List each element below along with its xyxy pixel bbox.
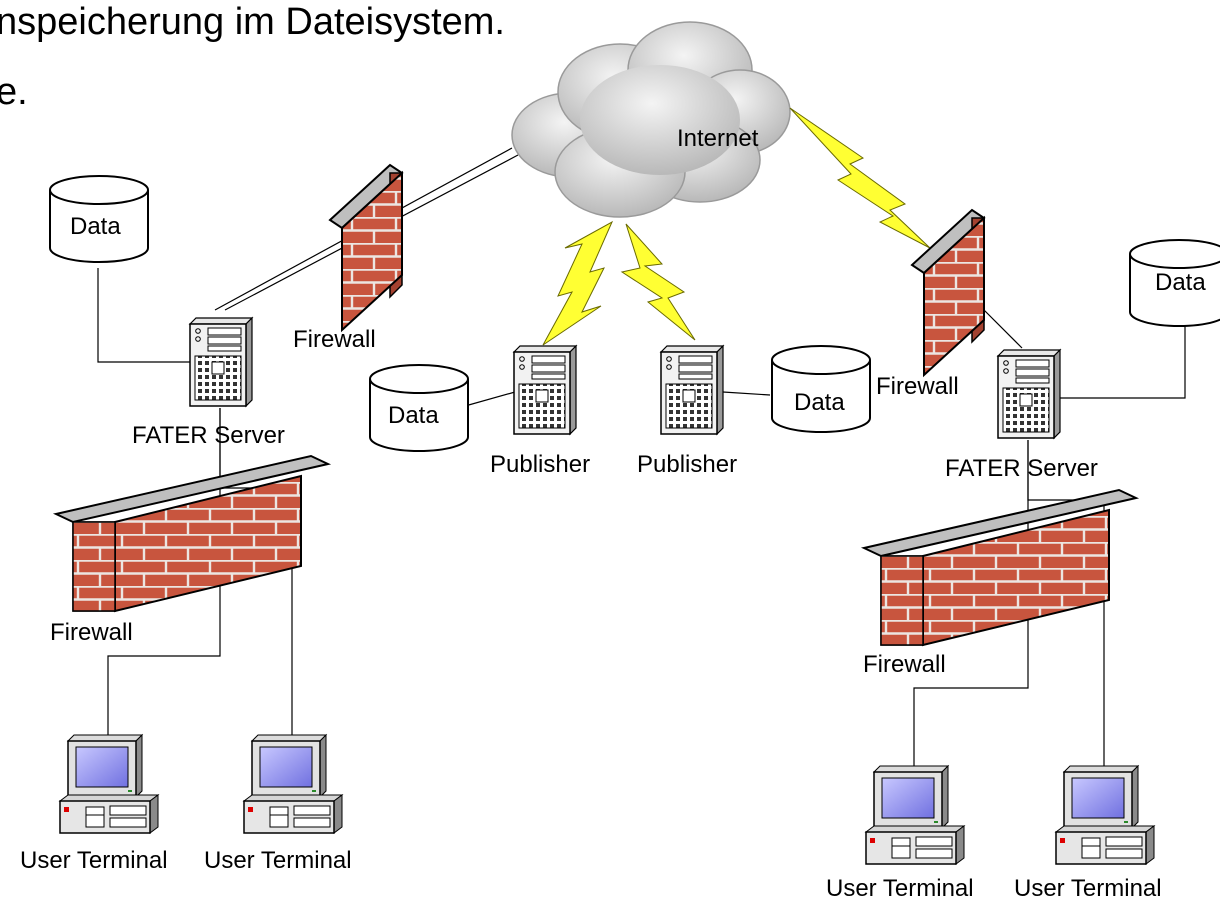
computer-icon: [1055, 765, 1155, 865]
fater-server-label: FATER Server: [945, 455, 1098, 482]
computer-icon: [59, 734, 159, 834]
lightning-icon: [620, 223, 696, 341]
user-terminal-label: User Terminal: [20, 847, 168, 874]
server-icon: [997, 349, 1061, 439]
user-terminal-label: User Terminal: [826, 875, 974, 902]
server-icon: [513, 345, 577, 435]
internet-label: Internet: [677, 125, 759, 152]
computer-icon: [243, 734, 343, 834]
publisher-label: Publisher: [490, 451, 590, 478]
firewall-label: Firewall: [863, 651, 946, 678]
lightning-icon: [789, 107, 931, 249]
header-line-1: nspeicherung im Dateisystem.: [0, 1, 505, 43]
firewall-icon: [329, 164, 403, 331]
fater-server-label: FATER Server: [132, 422, 285, 449]
data-label: Data: [70, 213, 121, 240]
header-line-2: e.: [0, 71, 28, 113]
publisher-label: Publisher: [637, 451, 737, 478]
user-terminal-label: User Terminal: [1014, 875, 1162, 902]
database-icon: Data: [1129, 239, 1220, 327]
firewall-icon: [863, 489, 1137, 646]
firewall-label: Firewall: [293, 326, 376, 353]
database-icon: Data: [771, 345, 871, 433]
database-icon: Data: [49, 175, 149, 263]
database-icon: Data: [369, 364, 469, 452]
server-icon: [660, 345, 724, 435]
lightning-icon: [542, 220, 614, 346]
cloud-icon: Internet: [511, 21, 791, 218]
computer-icon: [865, 765, 965, 865]
firewall-label: Firewall: [50, 619, 133, 646]
data-label: Data: [794, 389, 845, 416]
data-label: Data: [388, 402, 439, 429]
firewall-label: Firewall: [876, 373, 959, 400]
data-label: Data: [1155, 269, 1206, 296]
server-icon: [189, 317, 253, 407]
firewall-icon: [911, 209, 985, 376]
firewall-icon: [55, 455, 329, 612]
user-terminal-label: User Terminal: [204, 847, 352, 874]
